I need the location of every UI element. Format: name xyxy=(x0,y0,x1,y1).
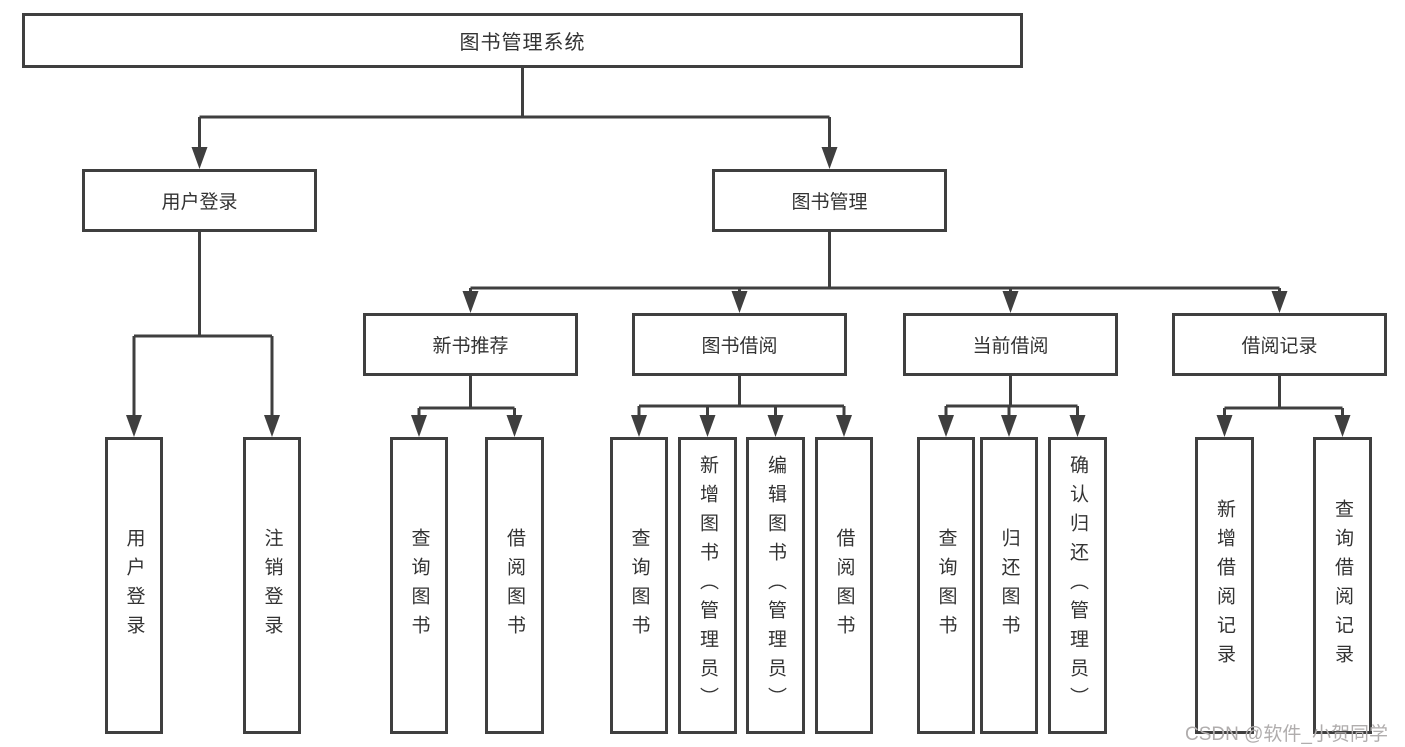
leaf-query-books-borrow: 查询图书 xyxy=(610,437,668,734)
node-book-management-label: 图书管理 xyxy=(791,192,868,213)
leaf-confirm-return-admin: 确认归还（管理员） xyxy=(1048,437,1107,734)
node-current-borrow-label: 当前借阅 xyxy=(972,336,1049,357)
leaf-label: 归还图书 xyxy=(998,527,1020,644)
connector-mgmt-to-groups xyxy=(462,231,1288,313)
leaf-label: 借阅图书 xyxy=(833,527,855,644)
leaf-label: 查询图书 xyxy=(628,527,650,644)
node-root-label: 图书管理系统 xyxy=(459,32,586,54)
connector-recommend-to-leaves xyxy=(411,376,523,437)
leaf-user-login: 用户登录 xyxy=(105,437,163,734)
node-new-book-recommend: 新书推荐 xyxy=(363,313,578,376)
leaf-add-borrow-record: 新增借阅记录 xyxy=(1195,437,1254,734)
node-new-book-recommend-label: 新书推荐 xyxy=(432,336,509,357)
node-borrow-records-label: 借阅记录 xyxy=(1241,336,1318,357)
leaf-borrow-books: 借阅图书 xyxy=(815,437,873,734)
node-user-login-label: 用户登录 xyxy=(161,192,238,213)
leaf-label: 编辑图书（管理员） xyxy=(765,455,786,716)
leaf-label: 查询借阅记录 xyxy=(1332,498,1353,673)
connector-current-to-leaves xyxy=(938,376,1086,437)
node-root-library-system: 图书管理系统 xyxy=(22,13,1023,68)
leaf-logout: 注销登录 xyxy=(243,437,301,734)
node-user-login: 用户登录 xyxy=(82,169,317,232)
leaf-label: 查询图书 xyxy=(408,527,430,644)
connector-borrow-to-leaves xyxy=(631,376,852,437)
leaf-logout-label: 注销登录 xyxy=(261,527,283,644)
leaf-user-login-label: 用户登录 xyxy=(123,527,145,644)
leaf-edit-books-admin: 编辑图书（管理员） xyxy=(746,437,805,734)
leaf-borrow-books-recommend: 借阅图书 xyxy=(485,437,544,734)
leaf-return-books: 归还图书 xyxy=(980,437,1038,734)
node-book-borrow: 图书借阅 xyxy=(632,313,847,376)
leaf-query-borrow-record: 查询借阅记录 xyxy=(1313,437,1372,734)
leaf-label: 借阅图书 xyxy=(504,527,525,644)
node-current-borrow: 当前借阅 xyxy=(903,313,1118,376)
node-book-management: 图书管理 xyxy=(712,169,947,232)
leaf-add-books-admin: 新增图书（管理员） xyxy=(678,437,737,734)
connector-records-to-leaves xyxy=(1216,376,1351,437)
node-borrow-records: 借阅记录 xyxy=(1172,313,1387,376)
connector-root-to-level2 xyxy=(191,68,838,169)
node-book-borrow-label: 图书借阅 xyxy=(701,336,778,357)
csdn-watermark: CSDN @软件_小贺同学 xyxy=(1185,724,1388,745)
leaf-label: 新增图书（管理员） xyxy=(697,455,718,716)
leaf-label: 新增借阅记录 xyxy=(1214,498,1235,673)
leaf-query-books-current: 查询图书 xyxy=(917,437,975,734)
leaf-label: 查询图书 xyxy=(935,527,957,644)
connector-login-to-leaves xyxy=(126,231,280,437)
leaf-query-books-recommend: 查询图书 xyxy=(390,437,448,734)
leaf-label: 确认归还（管理员） xyxy=(1067,455,1088,716)
